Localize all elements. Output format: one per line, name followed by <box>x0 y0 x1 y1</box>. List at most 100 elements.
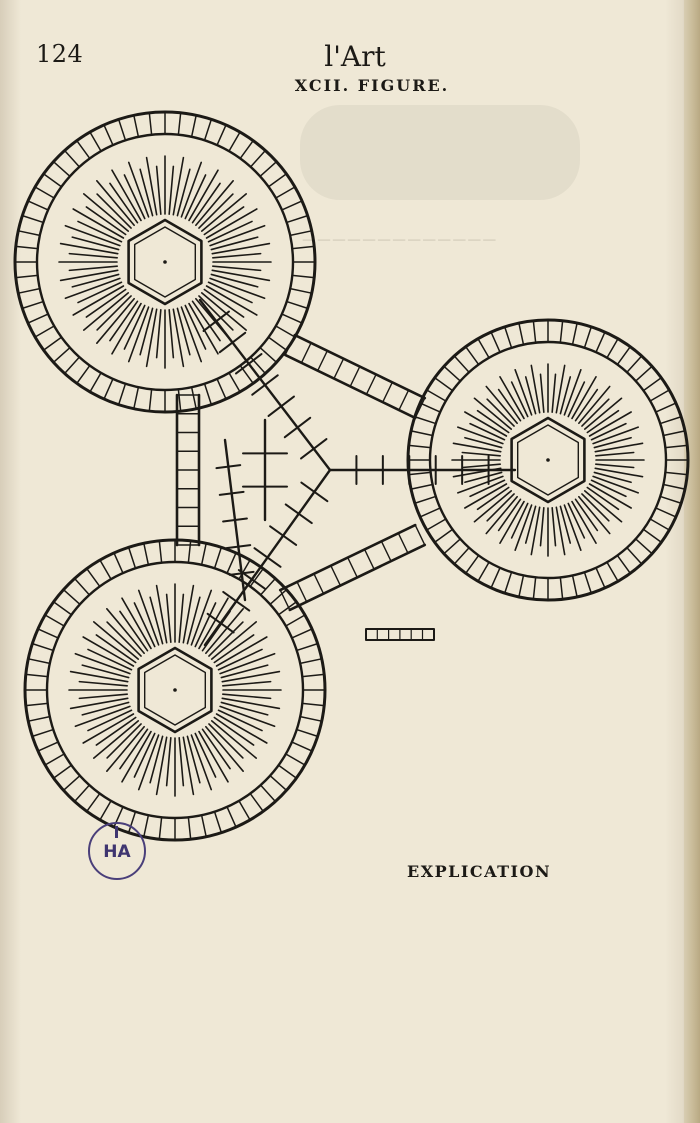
tower-bottom-left-radial-timber <box>82 713 135 744</box>
tower-top-left-wall-segment <box>259 346 278 364</box>
tower-bottom-left-radial-timber <box>149 735 164 784</box>
tower-right-wall-segment <box>503 571 513 594</box>
tower-top-left-wall-segment <box>15 245 39 250</box>
tower-right-wall-segment <box>659 495 682 505</box>
tower-top-left-wall-segment <box>177 112 182 136</box>
curtain-top-right-segment <box>382 381 393 403</box>
tower-top-left-radial-timber <box>184 304 207 350</box>
tower-top-left-wall-segment <box>148 388 153 412</box>
tower-right-radial-timber <box>539 373 545 413</box>
tower-right-radial-timber <box>583 397 623 430</box>
tower-top-left-radial-timber <box>82 193 130 232</box>
curtain-top-right-segment <box>365 373 377 395</box>
tower-top-left-wall-segment <box>21 214 45 224</box>
tower-bottom-left-radial-timber <box>87 648 133 671</box>
tower-top-left-radial-timber <box>59 269 119 282</box>
tower-top-left-wall-segment <box>216 124 227 146</box>
tower-right-radial-timber <box>571 376 597 420</box>
tower-top-left-wall-segment <box>17 287 41 294</box>
tower-bottom-left-radial-timber <box>210 621 258 660</box>
tower-top-left-radial-timber <box>200 292 248 331</box>
tower-right-radial-timber <box>590 479 627 498</box>
tower-top-left-wall-segment <box>52 160 71 178</box>
tower-top-left-radial-timber <box>205 208 258 239</box>
tower-top-left-wall-segment <box>203 118 213 142</box>
curtain-bottom-right-segment <box>363 548 375 570</box>
tower-top-left-radial-timber <box>211 242 271 255</box>
tower-top-left-radial-timber <box>195 179 234 227</box>
tower-right-radial-timber <box>593 436 632 449</box>
tower-bottom-left-wall-segment <box>27 658 51 665</box>
tower-right-wall-segment <box>410 483 434 490</box>
tower-right-radial-timber <box>452 442 502 453</box>
tower-bottom-left-wall-segment <box>143 814 150 838</box>
tower-top-left-wall-segment <box>249 149 267 168</box>
tower-right-radial-timber <box>578 495 611 535</box>
tower-bottom-left-wall-segment <box>73 577 91 596</box>
tower-right-radial-timber <box>567 502 586 539</box>
tower-bottom-left-radial-timber <box>81 701 130 716</box>
tower-right-wall-segment <box>477 561 490 582</box>
tower-right-wall-segment <box>571 574 578 598</box>
tower-right-radial-timber <box>485 495 518 535</box>
tower-right-radial-timber <box>473 397 513 430</box>
tower-top-left-hexagon-inner <box>133 226 197 298</box>
show-through-ornament <box>300 105 580 200</box>
tower-right-wall-segment <box>453 546 470 565</box>
tower-top-left-radial-timber <box>207 220 253 243</box>
tower-bottom-left-radial-timber <box>198 597 229 650</box>
tower-top-left-wall-segment <box>42 173 63 188</box>
tower-bottom-left-radial-timber <box>194 602 217 648</box>
tower-bottom-left-wall-segment <box>27 715 51 722</box>
tower-bottom-left-wall-segment <box>99 559 112 580</box>
tower-right-radial-timber <box>469 422 506 441</box>
tower-bottom-left-radial-timber <box>201 728 231 770</box>
curtain-top-right-segment <box>300 342 312 364</box>
tower-top-left-wall-segment <box>17 230 41 237</box>
tower-right-wall-segment <box>642 528 663 544</box>
tower-bottom-left-radial-timber <box>186 735 201 784</box>
tower-right-radial-timber <box>581 398 610 427</box>
tower-bottom-left-radial-timber <box>198 730 229 783</box>
tower-top-left-wall-segment <box>133 114 140 138</box>
tower-bottom-left-radial-timber <box>178 593 185 643</box>
tower-right-wall-segment <box>408 444 432 449</box>
tower-top-left-radial-timber <box>96 295 132 331</box>
tower-right-wall-segment <box>426 518 447 531</box>
tower-right-radial-timber <box>571 500 597 544</box>
tower-right-wall-segment <box>426 389 447 402</box>
tower-top-left-radial-timber <box>145 308 158 368</box>
tower-right-wall-segment <box>583 326 593 349</box>
tower-top-left-wall-segment <box>103 378 114 400</box>
tower-right-wall-segment <box>490 567 501 589</box>
figure-label: XCII. FIGURE. <box>294 76 450 95</box>
tower-top-left-wall-segment <box>117 118 127 142</box>
tower-top-left-radial-timber <box>172 308 185 368</box>
tower-right-wall-segment <box>559 320 564 344</box>
tower-bottom-left-radial-timber <box>78 693 128 700</box>
tower-bottom-left-wall-segment <box>52 764 73 779</box>
tower-right-wall-segment <box>433 528 454 544</box>
tower-right-wall-segment <box>464 345 480 366</box>
tower-right-wall-segment <box>606 561 619 582</box>
tower-right-wall-segment <box>532 576 537 600</box>
tower-bottom-left-wall-segment <box>37 628 59 639</box>
tower-top-left-radial-timber <box>176 168 191 217</box>
tower-right-radial-timber <box>592 475 640 494</box>
timber-ties-left-tie <box>218 490 245 496</box>
tower-bottom-left-wall-segment <box>226 552 237 574</box>
tower-top-left-wall-segment <box>63 149 81 168</box>
timber-ties-left-tie <box>228 570 255 576</box>
tower-top-left-wall-segment <box>117 382 127 406</box>
tower-top-left-wall-segment <box>177 388 182 412</box>
tower-right-radial-timber <box>594 442 644 453</box>
tower-right-radial-timber <box>499 500 525 544</box>
tower-bottom-left-radial-timber <box>190 589 213 646</box>
timber-spine-lower-tie <box>222 590 251 612</box>
tower-bottom-left-radial-timber <box>219 705 276 728</box>
tower-bottom-left-radial-timber <box>119 728 149 770</box>
tower-top-left-wall-segment <box>275 186 296 199</box>
timber-spine-upper-tie <box>235 353 263 375</box>
